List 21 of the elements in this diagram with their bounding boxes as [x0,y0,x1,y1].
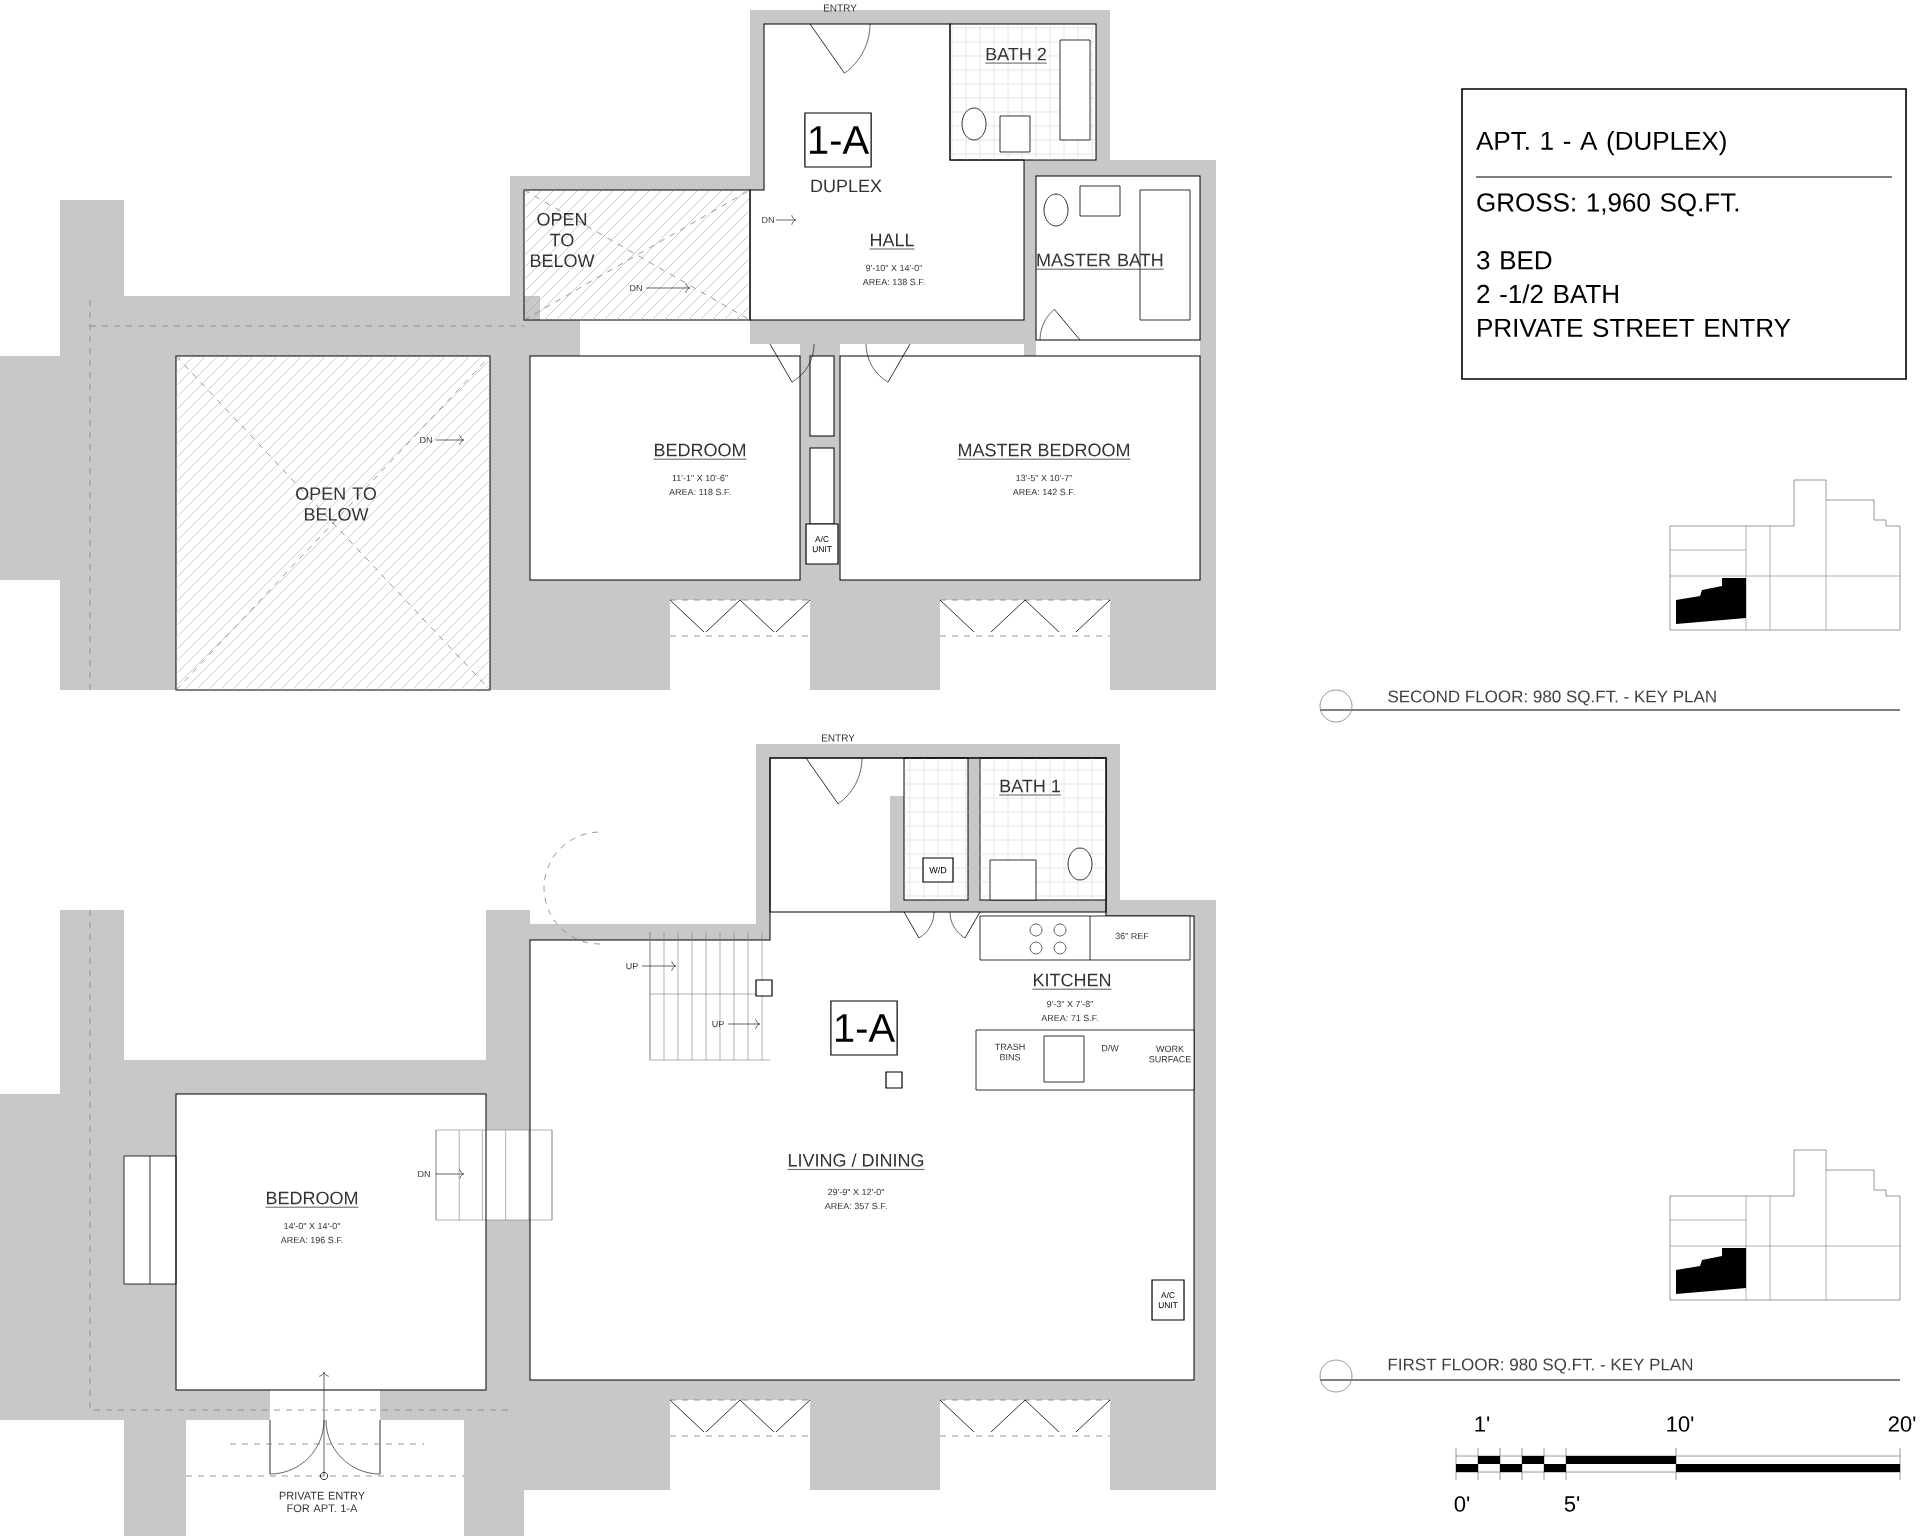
info-box: APT. 1 - A (DUPLEX) GROSS: 1,960 SQ.FT. 3 BED 2 -1/2 BATH PRIVATE STREET ENTRY [1461,88,1907,380]
floor-plan-title: FIRST FLOOR: 980 SQ.FT. - KEY PLAN [1388,1358,1693,1374]
room-label: BEDROOM [653,443,747,460]
room-label: KITCHEN [1032,973,1112,990]
floor-plan-title: SECOND FLOOR: 980 SQ.FT. - KEY PLAN [1388,690,1716,706]
unit-tag: 1-A [804,112,872,168]
open-area-label: OPEN TO BELOW [531,212,595,268]
room-label: MASTER BEDROOM [957,443,1131,460]
scale-label: 10' [1667,1416,1694,1432]
room-label: BEDROOM [265,1191,359,1208]
room-label: LIVING / DINING [787,1153,925,1170]
room-label: BATH 2 [984,47,1048,64]
scale-label: 1' [1475,1416,1490,1432]
open-area-label: OPEN TO BELOW [296,487,376,521]
scale-label: 20' [1888,1416,1916,1432]
scale-label: 5' [1564,1496,1580,1512]
unit-tag: 1-A [830,1000,898,1056]
room-label: MASTER BATH [1035,253,1165,270]
room-label: HALL [869,233,915,250]
room-label: BATH 1 [998,779,1062,796]
scale-label: 0' [1454,1496,1470,1512]
